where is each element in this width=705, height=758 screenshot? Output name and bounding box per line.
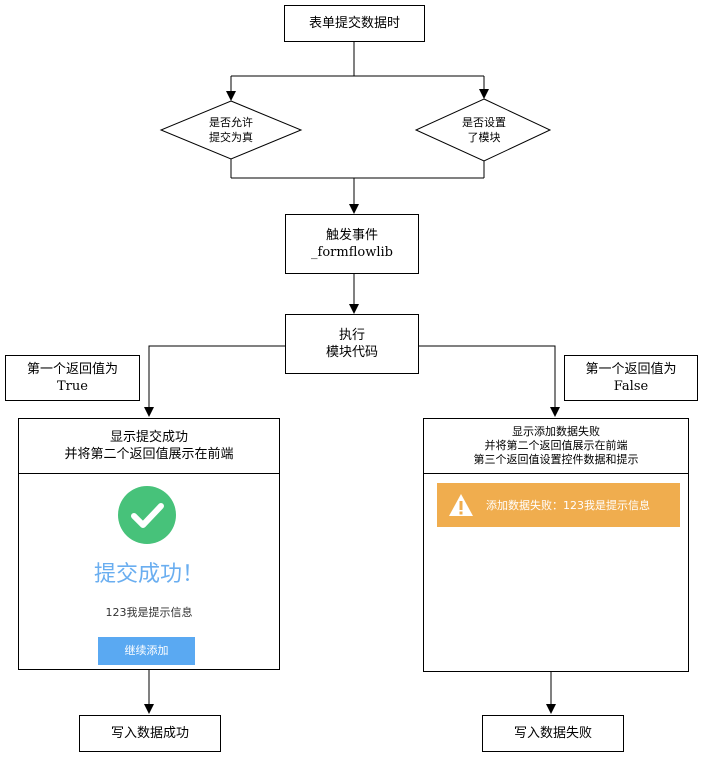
success-message: 123我是提示信息 [105, 606, 193, 619]
decision-left-label: 是否允许 提交为真 [181, 115, 281, 145]
decision-left-line-1: 是否允许 [209, 116, 253, 129]
success-header-line-1: 显示提交成功 [109, 430, 188, 445]
continue-add-button[interactable]: 继续添加 [98, 637, 195, 665]
note-right-line-1: 第一个返回值为 [585, 362, 677, 377]
end-left-label: 写入数据成功 [110, 726, 189, 741]
failure-alert: 添加数据失败：123我是提示信息 [437, 483, 680, 527]
trigger-node: 触发事件 _formflowlib [285, 214, 419, 274]
end-left-node: 写入数据成功 [79, 715, 221, 752]
failure-panel-header: 显示添加数据失败 并将第二个返回值展示在前端 第三个返回值设置控件数据和提示 [424, 419, 688, 474]
note-left-line-2: True [57, 379, 88, 394]
trigger-line-1: 触发事件 [325, 228, 378, 243]
note-right-line-2: False [613, 379, 649, 394]
success-header-line-2: 并将第二个返回值展示在前端 [64, 447, 234, 462]
start-label: 表单提交数据时 [308, 16, 400, 31]
failure-panel: 显示添加数据失败 并将第二个返回值展示在前端 第三个返回值设置控件数据和提示 添… [423, 418, 689, 672]
decision-left-line-2: 提交为真 [209, 131, 253, 144]
decision-right-diamond [414, 98, 552, 162]
failure-header-line-3: 第三个返回值设置控件数据和提示 [473, 453, 639, 466]
execute-node: 执行 模块代码 [285, 314, 419, 374]
success-panel-header: 显示提交成功 并将第二个返回值展示在前端 [19, 419, 279, 474]
connector-execute-right [419, 345, 560, 417]
end-right-label: 写入数据失败 [513, 726, 592, 741]
execute-line-2: 模块代码 [325, 345, 378, 360]
failure-header-line-2: 并将第二个返回值展示在前端 [484, 439, 628, 452]
end-right-node: 写入数据失败 [482, 715, 624, 752]
start-node: 表单提交数据时 [284, 5, 425, 42]
note-left-line-1: 第一个返回值为 [26, 362, 118, 377]
decision-left-diamond [159, 100, 303, 160]
failure-header-line-1: 显示添加数据失败 [512, 425, 600, 438]
decision-right-label: 是否设置 了模块 [434, 115, 534, 145]
success-panel: 显示提交成功 并将第二个返回值展示在前端 提交成功！ 123我是提示信息 继续添… [18, 418, 280, 670]
execute-line-1: 执行 [338, 328, 365, 343]
decision-right-line-2: 了模块 [467, 131, 501, 144]
note-left: 第一个返回值为 True [5, 355, 140, 401]
trigger-line-2: _formflowlib [311, 245, 393, 260]
success-title: 提交成功！ [93, 562, 204, 587]
warning-triangle-icon [448, 493, 474, 517]
check-circle-icon [118, 486, 176, 544]
failure-alert-text: 添加数据失败：123我是提示信息 [486, 499, 650, 512]
note-right: 第一个返回值为 False [564, 355, 698, 401]
connector-execute-left [144, 345, 285, 417]
decision-right-line-1: 是否设置 [462, 116, 506, 129]
